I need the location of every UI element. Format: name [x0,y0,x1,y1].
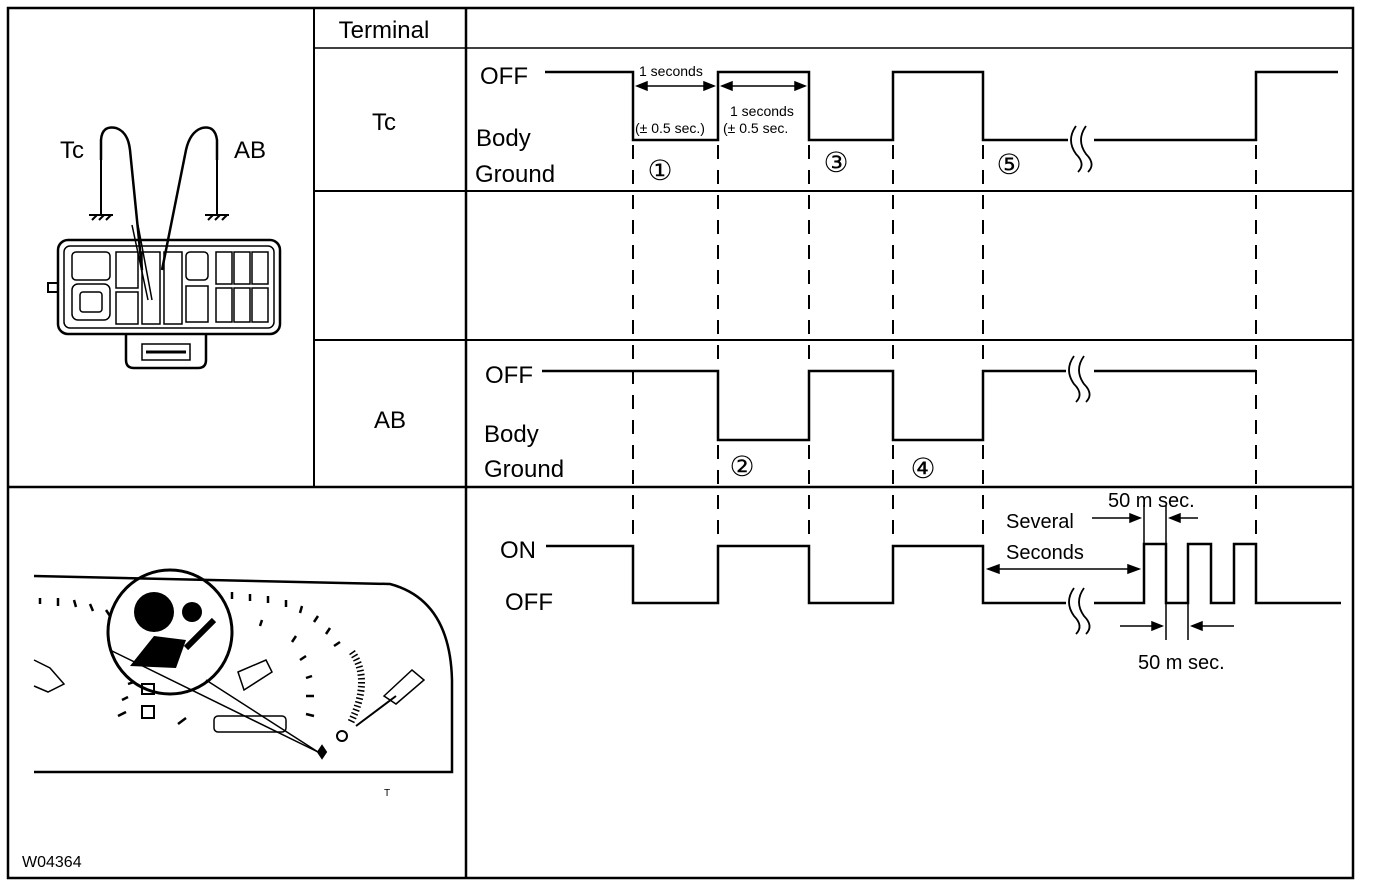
tc-timing-arrows [634,80,808,92]
ab-break-mark [1068,355,1091,403]
tc-signal-trace [545,70,1338,142]
step-2-marker: ② [729,451,754,482]
ms-top-label: 50 m sec. [1108,490,1195,512]
tc-ground-label: Ground [475,161,555,188]
connector-tc-label: Tc [60,137,84,164]
connector-ab-label: AB [234,137,266,164]
timing-tolerance-b: (± 0.5 sec. [723,120,788,136]
row-label-tc: Tc [372,109,396,136]
step-5-marker: ⑤ [996,149,1021,180]
table-grid [6,6,1355,880]
timing-tolerance-a: (± 0.5 sec.) [635,120,705,136]
timing-1-seconds-a: 1 seconds [639,63,703,79]
lamp-timing-arrows [985,505,1234,640]
step-3-marker: ③ [823,147,848,178]
ab-body-label: Body [484,421,539,448]
tc-break-mark [1070,125,1093,173]
lamp-on-label: ON [500,537,536,564]
tc-waveform: OFF Body Ground 1 seconds (± 0.5 sec.) 1… [475,63,1338,188]
step-1-marker: ① [647,155,672,186]
ab-waveform: OFF Body Ground ② ④ [484,355,1256,484]
ab-ground-label: Ground [484,456,564,483]
tc-body-label: Body [476,125,531,152]
seconds-label: Seconds [1006,542,1084,564]
figure-id: W04364 [22,854,82,871]
timing-1-seconds-b: 1 seconds [730,103,794,119]
small-mark: T [384,788,390,799]
lamp-break-mark [1068,587,1091,635]
timing-guide-lines [632,145,1257,560]
tc-off-label: OFF [480,63,528,90]
step-4-marker: ④ [910,453,935,484]
row-label-ab: AB [374,407,406,434]
ab-signal-trace [542,369,1256,442]
ab-off-label: OFF [485,362,533,389]
several-label: Several [1006,511,1074,533]
gauge-ticks [38,592,341,725]
ms-bottom-label: 50 m sec. [1138,652,1225,674]
lamp-signal-trace [546,542,1341,605]
lamp-off-label: OFF [505,589,553,616]
terminal-header: Terminal [339,17,430,44]
combination-meter-illustration [33,568,454,774]
lamp-waveform: ON OFF Several Seconds 50 m sec. 50 [500,490,1341,674]
connector-illustration: Tc AB [47,126,282,370]
